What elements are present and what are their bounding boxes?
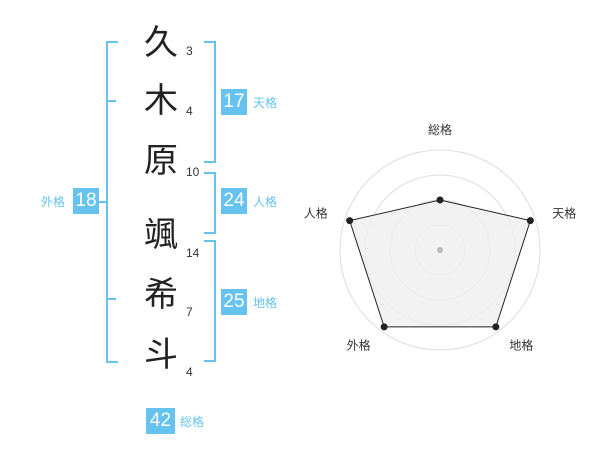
bracket-tick bbox=[106, 100, 116, 102]
jinkaku-label: 人格 bbox=[253, 195, 278, 209]
radar-grid-ring bbox=[339, 149, 541, 351]
soukaku-label: 総格 bbox=[180, 415, 205, 429]
jinkaku-value: 24 bbox=[221, 188, 247, 214]
name-char: 希 bbox=[144, 275, 178, 315]
chikaku-label: 地格 bbox=[253, 296, 278, 310]
stroke-count: 4 bbox=[186, 365, 193, 379]
tenkaku-label: 天格 bbox=[253, 96, 278, 110]
gaikaku-connector bbox=[99, 201, 107, 203]
radar-axis-label: 人格 bbox=[304, 206, 328, 221]
radar-axis-label: 天格 bbox=[552, 206, 576, 221]
name-char: 原 bbox=[144, 141, 178, 181]
jinkaku-bracket bbox=[204, 172, 216, 234]
name-char: 木 bbox=[144, 81, 178, 121]
chikaku-value: 25 bbox=[221, 289, 247, 315]
gaikaku-bracket bbox=[106, 41, 118, 363]
stroke-count: 4 bbox=[186, 104, 193, 118]
radar-point bbox=[492, 323, 500, 331]
bracket-tick bbox=[106, 298, 116, 300]
stroke-count: 7 bbox=[186, 305, 193, 319]
radar-point bbox=[380, 323, 388, 331]
name-char: 久 bbox=[144, 23, 178, 63]
radar-point bbox=[436, 196, 444, 204]
radar-axis-label: 地格 bbox=[509, 337, 533, 352]
chikaku-bracket bbox=[204, 240, 216, 362]
radar-point bbox=[526, 217, 534, 225]
radar-center-dot bbox=[437, 247, 443, 253]
stroke-count: 14 bbox=[186, 246, 200, 260]
gaikaku-label: 外格 bbox=[41, 195, 66, 209]
stroke-count: 10 bbox=[186, 165, 200, 179]
tenkaku-value: 17 bbox=[221, 89, 247, 115]
name-char: 颯 bbox=[144, 215, 178, 255]
name-char: 斗 bbox=[144, 335, 178, 375]
soukaku-value: 42 bbox=[146, 408, 175, 434]
gaikaku-value: 18 bbox=[73, 188, 99, 214]
radar-polygon bbox=[349, 199, 531, 328]
stroke-count: 3 bbox=[186, 44, 193, 58]
radar-axis-label: 外格 bbox=[347, 337, 371, 352]
tenkaku-bracket bbox=[204, 41, 216, 163]
radar-axis-label: 総格 bbox=[428, 122, 452, 137]
radar-point bbox=[346, 217, 354, 225]
